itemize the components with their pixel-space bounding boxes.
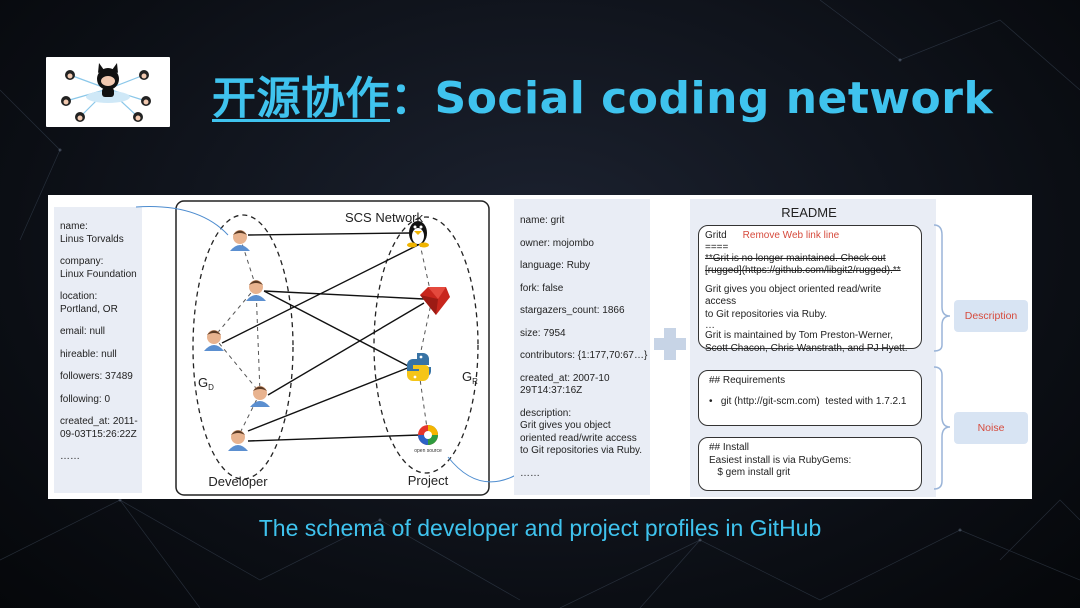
developer-field: …… (60, 451, 142, 464)
network-title: SCS Network (345, 210, 424, 225)
project-profile-card: name: grit owner: mojombo language: Ruby fo… (514, 199, 650, 495)
developer-field-value: Portland, OR (60, 303, 118, 315)
project-field: language: Ruby (520, 260, 591, 271)
developer-field-key: hireable: null (60, 348, 117, 360)
readme-install-box: ## Install Easiest install is via RubyGe… (698, 437, 922, 491)
requirements-heading: ## Requirements (709, 375, 786, 386)
developer-field: following: 0 (60, 394, 142, 407)
project-field: fork: false (520, 282, 564, 294)
install-heading: ## Install (709, 442, 750, 453)
open-source-logo-icon: open source (414, 425, 442, 454)
readme-paragraph-2: Grit is maintained by Tom Preston-Werner… (705, 330, 908, 354)
project-field: stargazers_count: 1866 (520, 305, 625, 316)
noise-tag: Noise (954, 412, 1028, 444)
project-field: name: grit (520, 215, 565, 226)
project-set-label: Project (408, 473, 449, 488)
readme-requirements-box: ## Requirements • git (http://git-scm.co… (698, 370, 922, 426)
octocat-network-logo (46, 57, 170, 127)
slide-title: 开源协作：Social coding network (212, 62, 993, 126)
project-set-ellipse (373, 216, 479, 474)
developer-field-key: location: (60, 291, 98, 302)
readme-paragraph-1: Grit gives you object oriented read/writ… (705, 283, 882, 320)
network-frame (175, 200, 490, 496)
developer-field-key: name: (60, 221, 88, 232)
readme-title: README (781, 205, 837, 220)
figure-caption: The schema of developer and project prof… (258, 515, 822, 541)
developer-field: followers: 37489 (60, 371, 142, 384)
project-field: owner: mojombo (520, 237, 594, 249)
schema-figure: name:Linus Torvalds company:Linux Foundat… (48, 195, 1032, 499)
remove-web-link-note: Remove Web link line (742, 230, 840, 241)
developer-set-ellipse (192, 214, 294, 480)
project-field: size: 7954 (520, 327, 566, 339)
developer-field-key: following: 0 (60, 393, 111, 405)
title-english: Social coding network (434, 73, 994, 124)
ruby-gem-icon (420, 287, 450, 315)
plus-icon (654, 328, 686, 360)
developer-field-key: company: (60, 256, 104, 267)
python-icon (407, 353, 431, 381)
project-field: created_at: 2007-10 29T14:37:16Z (520, 372, 610, 397)
open-source-label: open source (414, 448, 442, 454)
title-chinese: 开源协作 (212, 73, 390, 124)
developer-field: hireable: null (60, 349, 142, 362)
developer-field: location:Portland, OR (60, 291, 142, 316)
readme-description-box: Gritd Remove Web link line ==== **Grit is… (698, 225, 922, 354)
readme-underline: ==== (705, 241, 729, 253)
developer-field: name:Linus Torvalds (60, 221, 142, 246)
annotation-brackets (933, 224, 951, 490)
developer-avatar-nodes (204, 230, 270, 451)
developer-set-label: Developer (208, 474, 268, 489)
title-separator: ： (390, 73, 435, 124)
developer-field-key: email: null (60, 326, 106, 337)
gr-label: GR (462, 369, 478, 386)
developer-field: created_at: 2011-09-03T15:26:22Z (60, 416, 142, 441)
developer-field-key: followers: 37489 (60, 371, 133, 382)
developer-field-value: 09-03T15:26:22Z (60, 428, 137, 440)
install-line-1: Easiest install is via RubyGems: (709, 454, 852, 466)
project-field: description: Grit gives you object orien… (520, 407, 643, 457)
developer-field: email: null (60, 326, 142, 339)
requirements-item: • git (http://git-scm.com) tested with 1… (709, 395, 907, 407)
project-field: …… (520, 467, 540, 479)
project-field: contributors: {1:177,70:67…} (520, 350, 648, 361)
developer-profile-card: name:Linus Torvalds company:Linux Foundat… (54, 207, 142, 493)
description-tag: Description (954, 300, 1028, 332)
gd-label: GD (198, 375, 214, 392)
removed-link-line-1: **Grit is no longer maintained. Check ou… (705, 252, 886, 264)
scs-network-diagram: open source SCS Network GD GR Developer … (175, 200, 490, 496)
developer-field-key: created_at: 2011- (60, 416, 138, 427)
readme-ellipsis: … (705, 320, 715, 331)
linux-tux-icon (407, 221, 429, 248)
developer-field: company:Linux Foundation (60, 256, 142, 281)
developer-field-value: Linus Torvalds (60, 233, 124, 245)
developer-field-key: …… (60, 451, 80, 462)
removed-link-line-2: [rugged](https://github.com/libgit2/rugg… (705, 265, 901, 276)
developer-field-value: Linux Foundation (60, 268, 137, 280)
connector-lines (135, 206, 517, 483)
readme-panel: README Gritd Remove Web link line ==== **… (690, 199, 936, 497)
readme-heading: Gritd (705, 230, 727, 241)
install-line-2: $ gem install grit (709, 467, 791, 478)
